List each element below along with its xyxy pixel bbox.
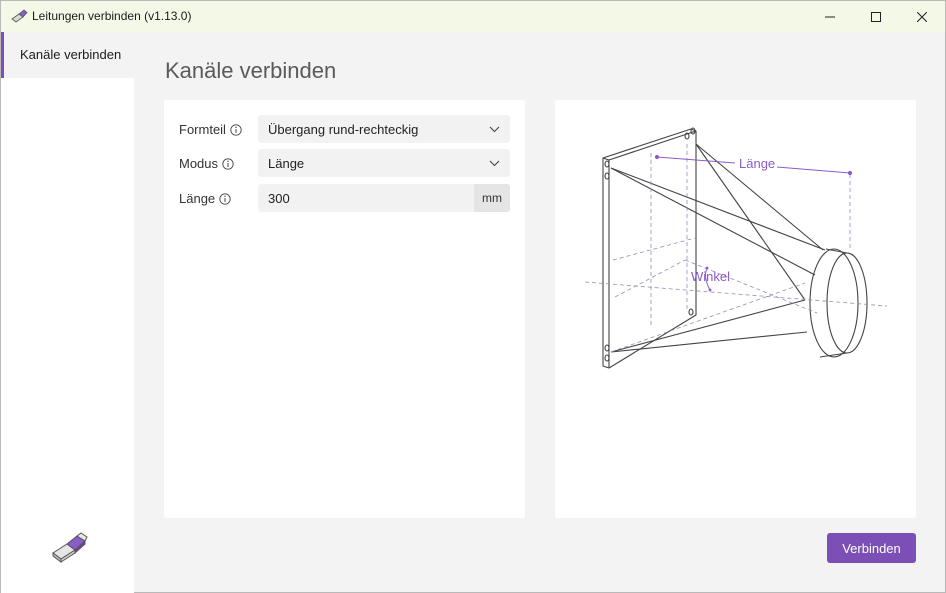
info-icon[interactable]	[219, 192, 231, 205]
laenge-label-text: Länge	[179, 191, 216, 206]
chevron-down-icon	[489, 126, 500, 133]
length-dimension-label: Länge	[739, 156, 775, 171]
close-icon	[917, 11, 927, 22]
minimize-icon	[825, 16, 835, 17]
form-panel: Formteil Übergang rund-rechteckig Modus	[164, 100, 525, 518]
modus-label-text: Modus	[179, 156, 219, 171]
selection-indicator	[1, 32, 4, 78]
close-button[interactable]	[899, 1, 945, 32]
laenge-value: 300	[268, 191, 290, 206]
info-icon[interactable]	[222, 157, 234, 170]
sidebar: Kanäle verbinden	[1, 32, 134, 593]
info-icon[interactable]	[230, 123, 242, 136]
laenge-label: Länge	[179, 191, 231, 206]
modus-select[interactable]: Länge	[258, 149, 510, 177]
page-title: Kanäle verbinden	[165, 58, 337, 83]
modus-label: Modus	[179, 156, 234, 171]
window-title: Leitungen verbinden (v1.13.0)	[32, 9, 192, 23]
formteil-label: Formteil	[179, 122, 242, 137]
laenge-input[interactable]: 300 mm	[258, 184, 510, 212]
minimize-button[interactable]	[807, 1, 853, 32]
modus-value: Länge	[268, 156, 305, 171]
title-bar[interactable]: Leitungen verbinden (v1.13.0)	[1, 1, 945, 32]
transition-diagram: Länge Winkel	[584, 127, 888, 369]
formteil-value: Übergang rund-rechteckig	[268, 122, 419, 137]
maximize-button[interactable]	[853, 1, 899, 32]
sidebar-item-kanaele-verbinden[interactable]: Kanäle verbinden	[1, 32, 134, 78]
chevron-down-icon	[489, 160, 500, 167]
unit-label: mm	[474, 184, 510, 212]
verbinden-button[interactable]: Verbinden	[827, 533, 916, 563]
formteil-select[interactable]: Übergang rund-rechteckig	[258, 115, 510, 143]
modus-row: Modus Länge	[164, 149, 525, 177]
angle-dimension-label: Winkel	[691, 269, 730, 284]
diagram-panel: Länge Winkel	[555, 100, 916, 518]
formteil-row: Formteil Übergang rund-rechteckig	[164, 115, 525, 143]
app-logo-icon	[52, 532, 88, 563]
sidebar-item-label: Kanäle verbinden	[20, 47, 122, 62]
app-icon	[11, 9, 28, 23]
laenge-row: Länge 300 mm	[164, 184, 525, 212]
formteil-label-text: Formteil	[179, 122, 226, 137]
maximize-icon	[871, 11, 881, 22]
